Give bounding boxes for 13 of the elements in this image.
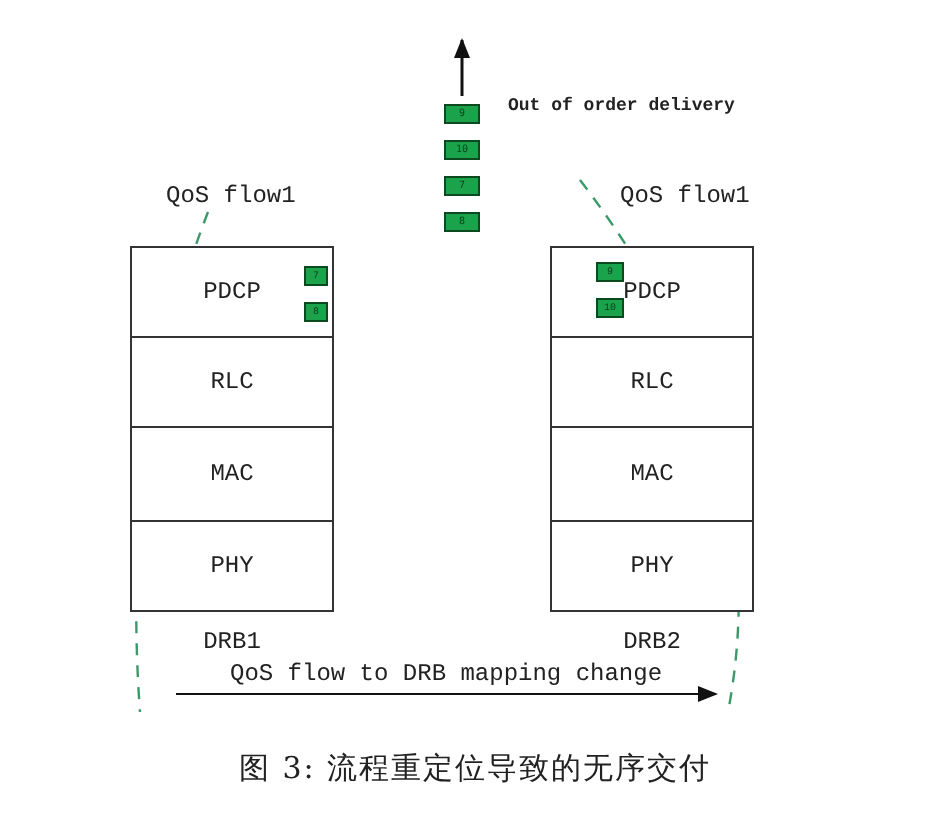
figure-caption: 图 3: 流程重定位导致的无序交付 (236, 750, 714, 788)
protocol-layer-box: PHY (550, 520, 754, 612)
stack-label: DRB1 (201, 628, 263, 656)
protocol-layer-box: RLC (550, 336, 754, 428)
arrow-label: QoS flow to DRB mapping change (230, 660, 663, 688)
flow-label: QoS flow1 (166, 182, 296, 210)
flow-label: QoS flow1 (620, 182, 750, 210)
protocol-layer-box: PHY (130, 520, 334, 612)
protocol-layer-box: MAC (550, 426, 754, 522)
protocol-layer-box: RLC (130, 336, 334, 428)
protocol-layer-box: MAC (130, 426, 334, 522)
stack-label: DRB2 (621, 628, 683, 656)
order-note: Out of order delivery (508, 96, 735, 116)
